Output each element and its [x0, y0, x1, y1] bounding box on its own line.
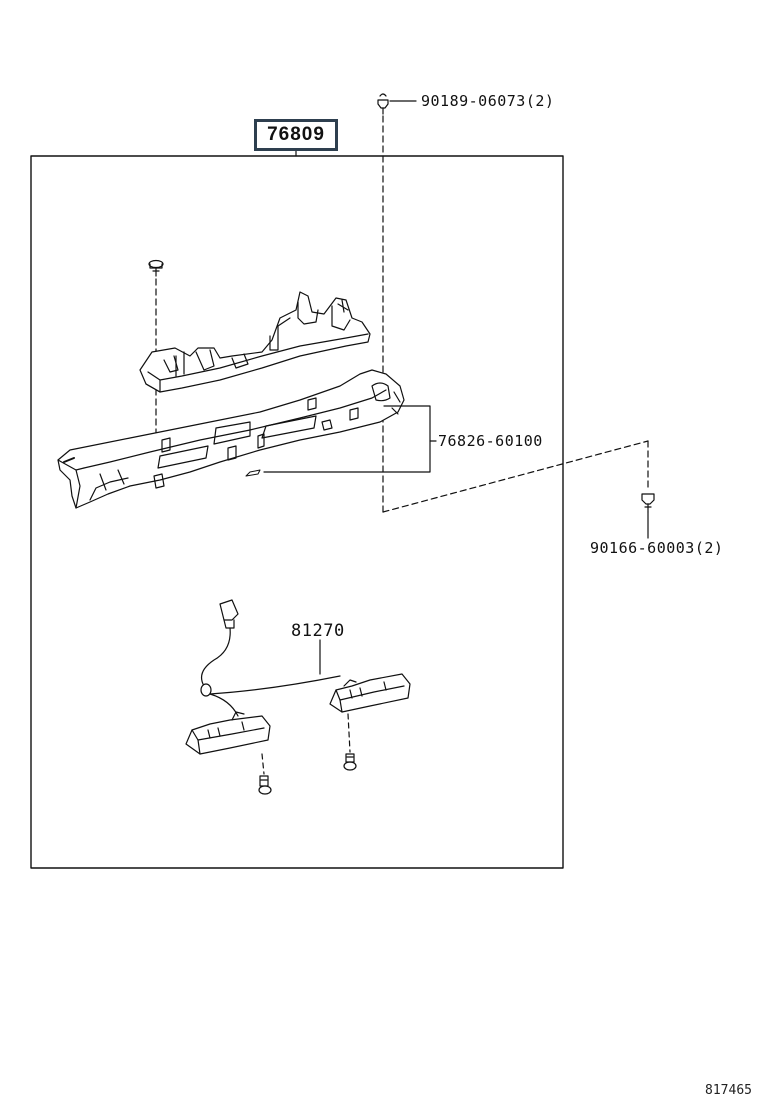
lower-screw-dashed-line-a — [382, 440, 649, 513]
right-lamp-screw-dashed-line — [347, 713, 351, 753]
left-lamp-screw-dashed-line — [261, 753, 265, 775]
lower-screw-label[interactable]: 90166-60003(2) — [590, 539, 724, 557]
lamp-assy-label[interactable]: 81270 — [291, 621, 345, 641]
upper-clip-label[interactable]: 90189-06073(2) — [421, 92, 555, 110]
assembly-frame — [30, 155, 564, 869]
upper-clip-part[interactable] — [377, 93, 389, 115]
assembly-part-number[interactable]: 76809 — [254, 119, 338, 151]
lower-screw-part[interactable] — [641, 493, 655, 513]
garnish-label[interactable]: 76826-60100 — [438, 432, 543, 450]
lamp-harness[interactable] — [200, 599, 341, 717]
upper-bracket[interactable] — [139, 291, 371, 393]
left-license-lamp[interactable] — [185, 711, 271, 755]
right-license-lamp[interactable] — [329, 673, 411, 713]
bracket-screw[interactable] — [148, 259, 164, 277]
right-lamp-screw[interactable] — [343, 753, 357, 771]
garnish-part[interactable] — [57, 369, 405, 509]
diagram-id: 817465 — [705, 1083, 752, 1098]
garnish-leader-bracket — [263, 405, 431, 473]
left-lamp-screw[interactable] — [258, 775, 272, 795]
